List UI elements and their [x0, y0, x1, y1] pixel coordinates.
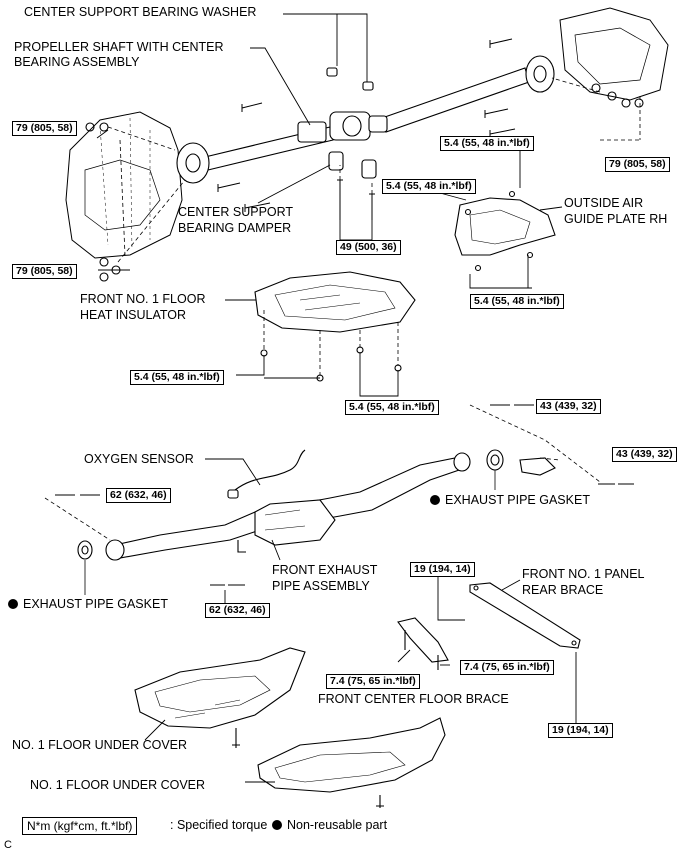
torque-19-top: 19 (194, 14): [410, 562, 475, 577]
leader-lines: [96, 13, 577, 783]
legend-torque-unit: N*m (kgf*cm, ft.*lbf): [22, 817, 138, 835]
front-exhaust-pipe-label-line1: FRONT EXHAUST: [272, 563, 378, 577]
legend-nonreusable-text: Non-reusable part: [287, 818, 388, 832]
front-panel-rear-brace-label-line2: REAR BRACE: [522, 583, 604, 597]
torque-79-left-top: 79 (805, 58): [12, 121, 77, 136]
left-nuts: [85, 83, 644, 282]
center-support-bearing-washer-label: CENTER SUPPORT BEARING WASHER: [24, 5, 257, 19]
legend-nonreusable: Non-reusable part: [272, 818, 387, 833]
torque-62-left: 62 (632, 46): [106, 488, 171, 503]
front-panel-rear-brace-label-line1: FRONT NO. 1 PANEL: [522, 567, 645, 581]
alignment-lines-top: [107, 77, 641, 263]
nonreusable-dot-icon: [430, 495, 440, 505]
torque-79-right: 79 (805, 58): [605, 157, 670, 172]
torque-43-bottom: 43 (439, 32): [612, 447, 677, 462]
floor-under-cover-2-label: NO. 1 FLOOR UNDER COVER: [30, 778, 206, 792]
outside-air-guide-plate-drawing: [454, 190, 556, 272]
torque-43-top: 43 (439, 32): [536, 399, 601, 414]
nonreusable-dot-icon: [272, 820, 282, 830]
heat-insulator-label-line1: FRONT NO. 1 FLOOR: [80, 292, 206, 306]
front-center-floor-brace-label: FRONT CENTER FLOOR BRACE: [318, 692, 509, 706]
center-support-damper-label-line1: CENTER SUPPORT: [178, 205, 294, 219]
heat-insulator-label-line2: HEAT INSULATOR: [80, 308, 187, 322]
oxygen-sensor-drawing: [227, 449, 306, 499]
legend-torque-desc: : Specified torque: [170, 818, 268, 832]
transmission-housing-drawing: [65, 111, 183, 259]
gaskets: [77, 449, 556, 560]
exhaust-pipe-gasket-right-label: EXHAUST PIPE GASKET: [430, 493, 590, 508]
exhaust-pipe-gasket-left-label: EXHAUST PIPE GASKET: [8, 597, 168, 612]
floor-under-cover-1-label: NO. 1 FLOOR UNDER COVER: [12, 738, 188, 752]
bearing-washers: [326, 67, 377, 179]
torque-54-insulator-left: 5.4 (55, 48 in.*lbf): [130, 370, 224, 385]
torque-74-left: 7.4 (75, 65 in.*lbf): [326, 674, 420, 689]
outside-air-guide-label-line2: GUIDE PLATE RH: [564, 212, 668, 226]
propeller-shaft-drawing: [176, 55, 555, 184]
bolts: [217, 38, 516, 220]
torque-54-insulator-right: 5.4 (55, 48 in.*lbf): [345, 400, 439, 415]
exhaust-bolts: [55, 404, 634, 586]
exhaust-alignment-lines: [44, 404, 601, 541]
front-exhaust-pipe-drawing: [105, 452, 471, 561]
torque-49-damper: 49 (500, 36): [336, 240, 401, 255]
insulator-lines: [263, 310, 399, 376]
floor-under-cover-2-drawing: [257, 717, 446, 808]
torque-54-guide-mid: 5.4 (55, 48 in.*lbf): [382, 179, 476, 194]
torque-19-bottom: 19 (194, 14): [548, 723, 613, 738]
exhaust-pipe-gasket-left-text: EXHAUST PIPE GASKET: [23, 597, 168, 611]
exhaust-pipe-gasket-right-text: EXHAUST PIPE GASKET: [445, 493, 590, 507]
front-exhaust-pipe-label-line2: PIPE ASSEMBLY: [272, 579, 370, 593]
outside-air-guide-label-line1: OUTSIDE AIR: [564, 196, 644, 210]
torque-62-bottom: 62 (632, 46): [205, 603, 270, 618]
torque-79-left-bottom: 79 (805, 58): [12, 264, 77, 279]
oxygen-sensor-label: OXYGEN SENSOR: [84, 452, 194, 466]
front-center-floor-brace-drawing: [397, 617, 449, 670]
torque-54-guide-top: 5.4 (55, 48 in.*lbf): [440, 136, 534, 151]
front-panel-rear-brace-drawing: [469, 582, 581, 649]
propeller-shaft-label-line1: PROPELLER SHAFT WITH CENTER: [14, 40, 224, 54]
heat-insulator-drawing: [254, 271, 416, 333]
floor-under-cover-1-drawing: [134, 647, 306, 748]
propeller-shaft-label-line2: BEARING ASSEMBLY: [14, 55, 140, 69]
nonreusable-dot-icon: [8, 599, 18, 609]
figure-code: C: [4, 839, 12, 851]
center-support-damper-label-line2: BEARING DAMPER: [178, 221, 292, 235]
torque-74-right: 7.4 (75, 65 in.*lbf): [460, 660, 554, 675]
torque-54-guide-bottom: 5.4 (55, 48 in.*lbf): [470, 294, 564, 309]
differential-housing-drawing: [559, 7, 669, 101]
